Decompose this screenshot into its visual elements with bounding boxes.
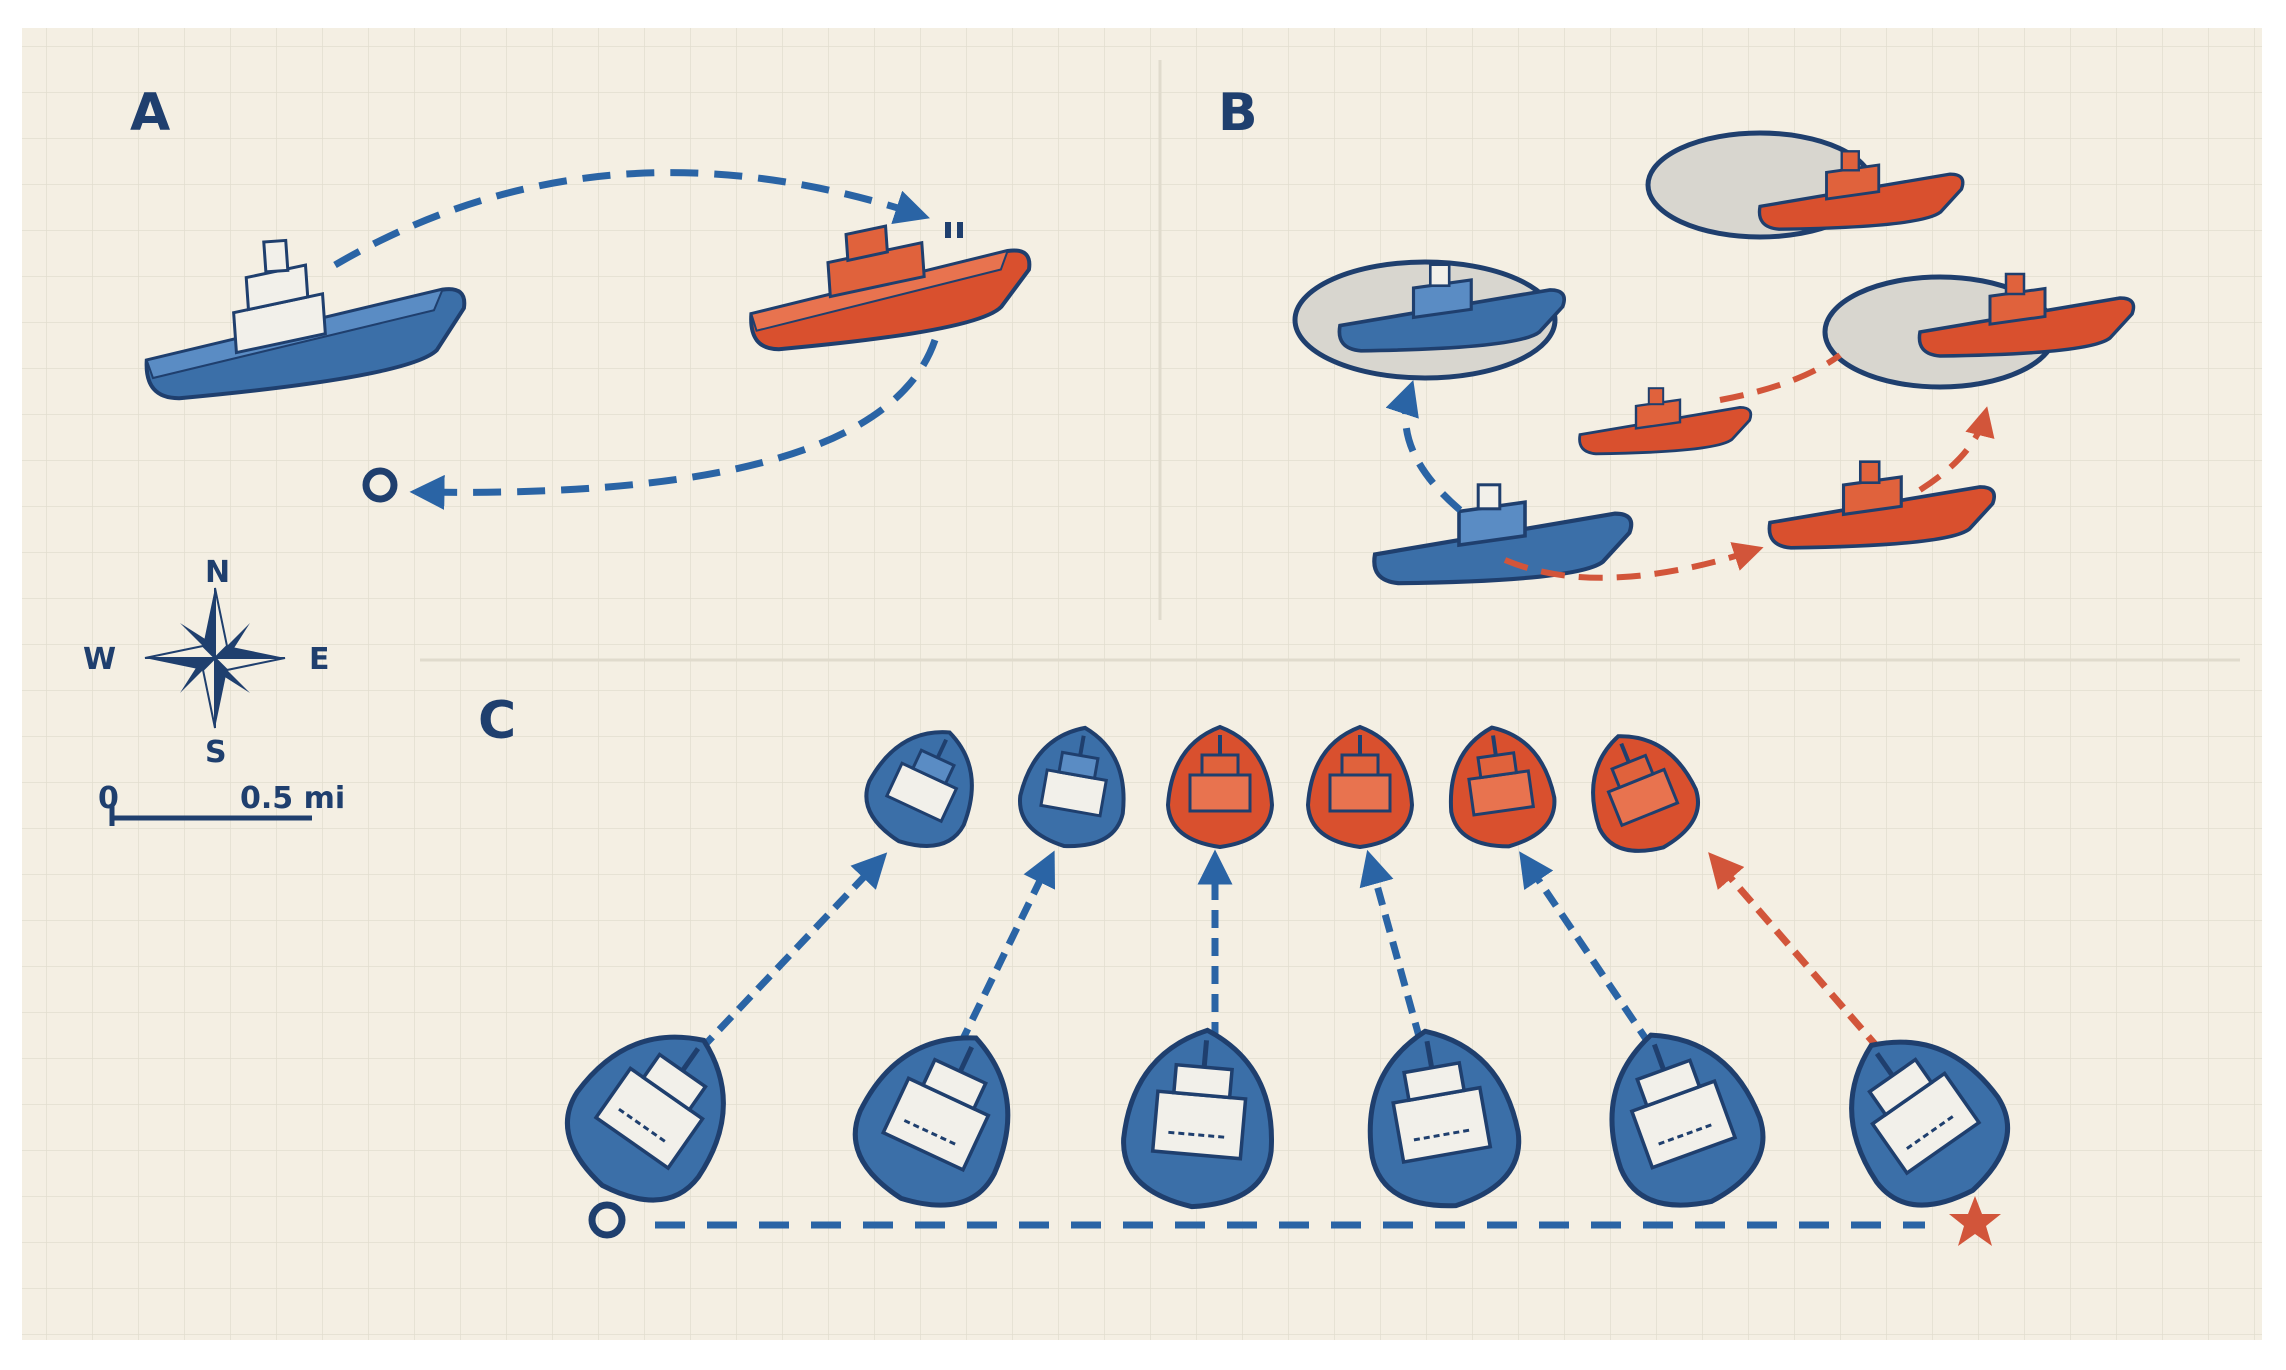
compass-west: W [83,642,116,677]
compass-south: S [205,735,227,770]
panel-c: C [478,691,2033,1246]
start-circle-icon [362,467,398,503]
panel-c-label: C [478,691,516,751]
goal-star-icon [1949,1196,2001,1246]
route-c-1 [697,852,888,1053]
start-circle-icon-c [588,1201,626,1239]
compass-east: E [309,642,330,677]
panel-a: A [130,83,1037,510]
panel-a-label: A [130,83,170,143]
panel-b-red-route-upper [1719,352,1842,403]
route-c-5 [1519,851,1653,1047]
panel-b-label: B [1218,83,1258,143]
route-c-4 [1359,849,1424,1041]
scale-start-label: 0 [98,781,119,816]
panel-b-red-route-rising [1918,406,1995,493]
panel-a-route-arc-bottom [409,338,939,510]
panel-b: B [1218,83,2136,583]
route-c-6 [1708,852,1883,1053]
scale-end-label: 0.5 mi [240,781,345,816]
route-c-2 [956,850,1056,1047]
compass-rose-icon: N S E W [83,555,330,770]
scale-bar: 0 0.5 mi [98,781,345,826]
panel-b-blue-route [1385,380,1463,513]
compass-north: N [205,555,230,590]
